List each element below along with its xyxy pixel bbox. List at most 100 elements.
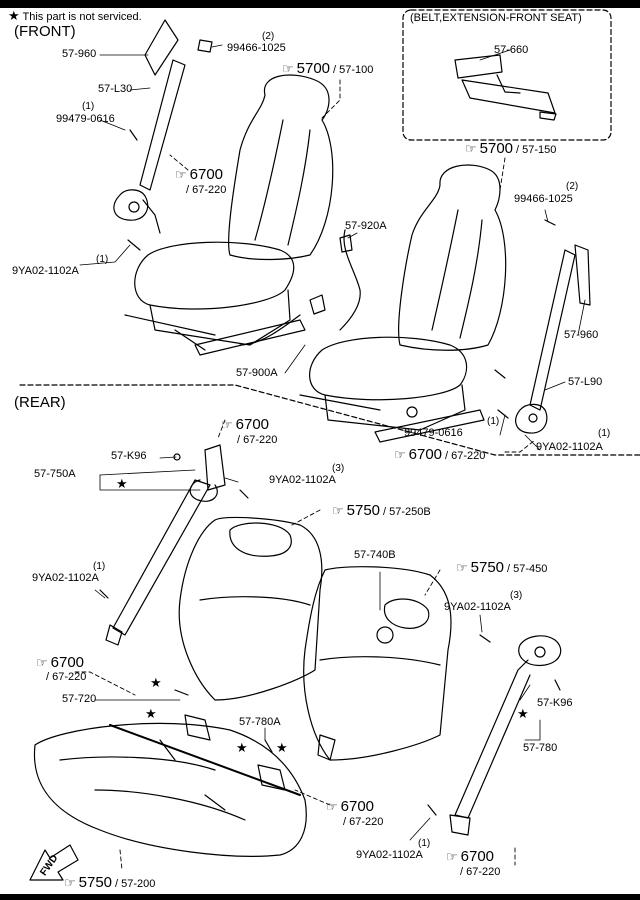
ref-sub: / 57-100 [333,64,374,76]
part-99466-1025-front-left: 99466-1025 [227,42,286,54]
part-57-740b: 57-740B [354,549,396,561]
part-9ya02-1102a-front-left: 9YA02-1102A [12,265,79,277]
ref-sub: / 57-250B [383,506,431,518]
ref-main: 5750 [78,874,113,891]
part-9ya02-1102a-rear-left-top: 9YA02-1102A [269,474,336,486]
pointing-hand-icon: ☞ [326,799,338,814]
fwd-label: FWD [38,853,61,878]
rear-buckles-center [257,734,336,791]
not-serviced-note: ★ This part is not serviced. [8,8,142,23]
front-right-seatbelt [494,219,591,434]
pointing-hand-icon: ☞ [282,61,294,76]
ref-5700-57-150[interactable]: ☞ 5700 / 57-150 [465,140,556,157]
part-99479-0616-front-left: 99479-0616 [56,113,115,125]
qty-9ya02-rear-right-top: (3) [510,590,523,601]
part-9ya02-1102a-rear-right-top: 9YA02-1102A [444,601,511,613]
star-icon: ★ [116,476,128,491]
part-57-780a: 57-780A [239,716,281,728]
qty-99479-front-right: (1) [487,416,500,427]
ref-5750-57-450[interactable]: ☞ 5750 / 57-450 [456,559,547,576]
part-57-750a: 57-750A [34,468,76,480]
rear-left-seatbelt [99,444,249,646]
qty-9ya02-front-right: (1) [598,428,611,439]
qty-9ya02-rear-left-bottom: (1) [93,561,106,572]
section-front: (FRONT) [14,23,76,40]
ref-main: 6700 [340,798,375,815]
rear-right-seatbelt [427,634,562,836]
part-57-720: 57-720 [62,693,97,705]
part-57-920a: 57-920A [345,220,387,232]
section-rear: (REAR) [14,394,66,411]
ref-sub: / 57-150 [516,144,557,156]
rear-seatback-right [303,566,452,761]
star-icon: ★ [145,706,157,721]
part-57-l90: 57-L90 [568,376,603,388]
qty-99466-front-left: (2) [262,31,275,42]
ref-sub: / 67-220 [445,450,486,462]
ref-6700-67-220-rear-center[interactable]: ☞ 6700 [326,798,374,815]
leader-lines [79,44,586,841]
rear-buckles-left [174,689,211,741]
belt-extension-box [402,9,612,141]
qty-99479-front-left: (1) [82,101,95,112]
part-57-900a: 57-900A [236,367,278,379]
pointing-hand-icon: ☞ [64,875,76,890]
part-9ya02-1102a-rear-left-bottom: 9YA02-1102A [32,572,99,584]
belt-extension-part [454,54,557,121]
qty-9ya02-front-left: (1) [96,254,109,265]
star-icon: ★ [517,706,529,721]
star-icon: ★ [276,740,288,755]
pointing-hand-icon: ☞ [175,167,187,182]
pointing-hand-icon: ☞ [446,849,458,864]
part-57-l30: 57-L30 [98,83,133,95]
star-icon: ★ [236,740,248,755]
front-right-seat [239,164,507,443]
rear-seat-cushion [33,722,307,857]
front-left-seatbelt [113,19,213,251]
ref-sub: / 67-220 [460,866,501,878]
ref-sub: / 57-450 [507,563,548,575]
section-belt-extension: (BELT,EXTENSION-FRONT SEAT) [410,12,582,24]
front-left-seat [124,74,334,356]
ref-sub: / 67-220 [237,434,278,446]
bottom-border-bar [0,894,640,900]
top-border-bar [0,0,640,8]
star-icon: ★ [8,8,20,23]
ref-sub: / 67-220 [46,671,87,683]
ref-5750-57-250b[interactable]: ☞ 5750 / 57-250B [332,502,431,519]
ref-6700-67-220-rear-left-top[interactable]: ☞ 6700 [221,416,269,433]
ref-main: 5750 [470,559,505,576]
part-99466-1025-front-right: 99466-1025 [514,193,573,205]
ref-sub: / 67-220 [343,816,384,828]
ref-main: 6700 [460,848,495,865]
part-57-960-front-left: 57-960 [62,48,97,60]
part-57-k96-rear-right: 57-K96 [537,697,573,709]
part-9ya02-1102a-front-right: 9YA02-1102A [536,441,603,453]
pointing-hand-icon: ☞ [465,141,477,156]
ref-main: 5750 [346,502,381,519]
ref-6700-67-220-rear-right[interactable]: ☞ 6700 [446,848,494,865]
ref-main: 6700 [189,166,224,183]
pointing-hand-icon: ☞ [394,447,406,462]
ref-sub: / 67-220 [186,184,227,196]
part-57-780: 57-780 [523,742,558,754]
section-divider [19,384,640,456]
pointing-hand-icon: ☞ [332,503,344,518]
ref-main: 5700 [296,60,331,77]
part-57-960-front-right: 57-960 [564,329,599,341]
ref-5750-57-200[interactable]: ☞ 5750 / 57-200 [64,874,155,891]
ref-5700-57-100[interactable]: ☞ 5700 / 57-100 [282,60,373,77]
ref-6700-67-220-rear-cushion[interactable]: ☞ 6700 [36,654,84,671]
part-99479-0616-front-right: 99479-0616 [404,427,463,439]
part-57-660: 57-660 [494,44,529,56]
qty-9ya02-rear-left-top: (3) [332,463,345,474]
ref-6700-67-220-front-left[interactable]: ☞ 6700 [175,166,223,183]
qty-9ya02-rear-right-bottom: (1) [418,838,431,849]
not-serviced-note-text: This part is not serviced. [22,11,142,23]
ref-6700-67-220-front-right[interactable]: ☞ 6700 / 67-220 [394,446,485,463]
pointing-hand-icon: ☞ [36,655,48,670]
star-icon: ★ [150,675,162,690]
ref-main: 6700 [408,446,443,463]
qty-99466-front-right: (2) [566,181,579,192]
